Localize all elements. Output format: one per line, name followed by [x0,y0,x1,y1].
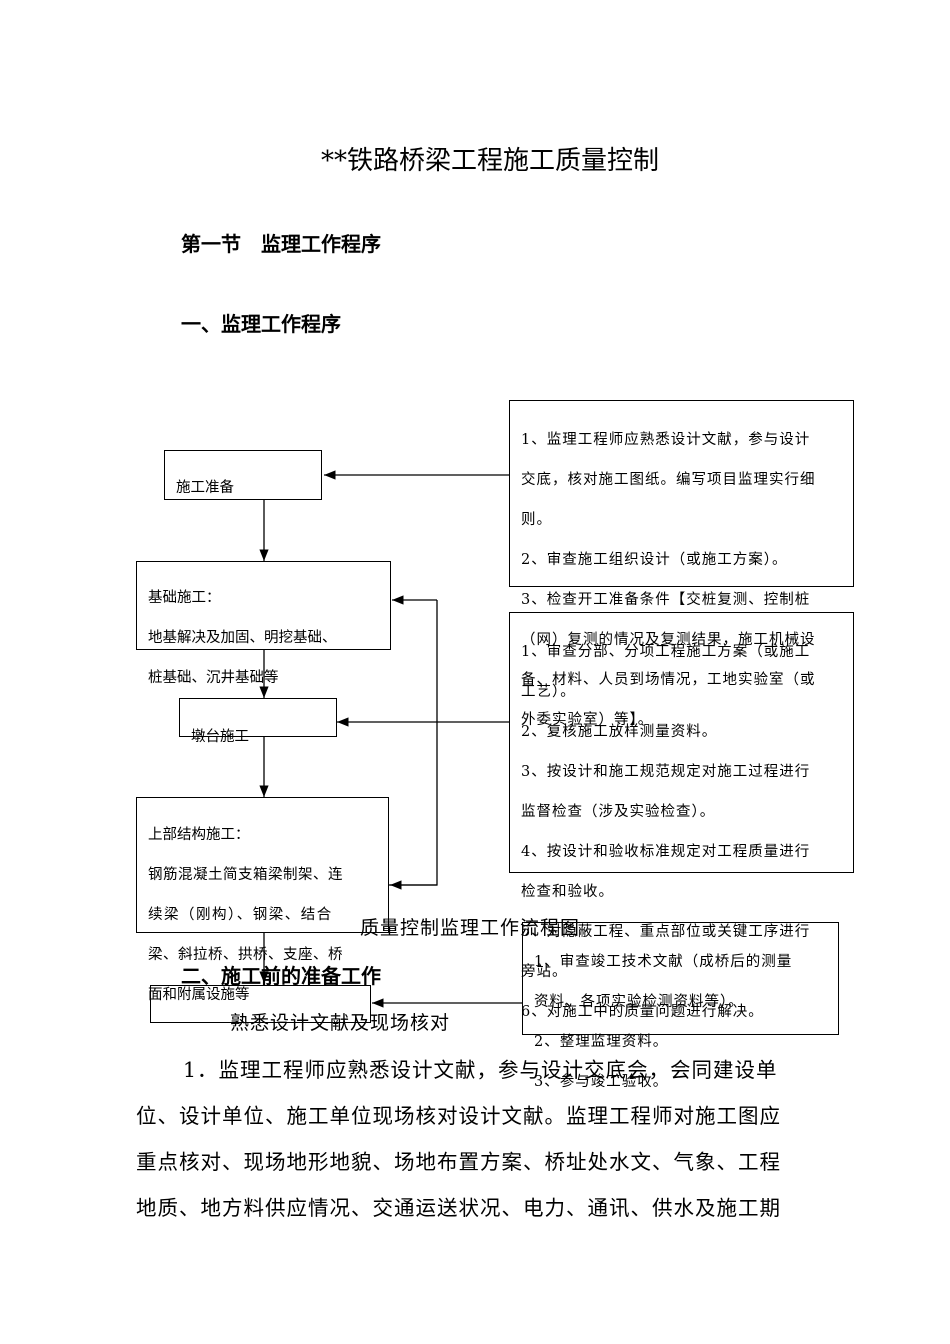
flow-label-super-5: 面和附属设施等 [148,987,250,1003]
flow-label-foundation-1: 基础施工： [148,590,221,606]
note2-line-10: 6、对施工中的质量问题进行解决。 [521,1004,764,1020]
note-box-completion [522,922,839,1035]
note1-line-8: 外委实验室）等】。 [521,712,654,728]
flow-box-completion [150,985,371,1023]
paragraph-line-3: 重点核对、现场地形地貌、场地布置方案、桥址处水文、气象、工程 [136,1150,781,1174]
note2-line-8: 5、对隐蔽工程、重点部位或关键工序进行 [521,924,811,940]
paragraph-line-1: 1．监理工程师应熟悉设计文献，参与设计交底会，会同建设单 [183,1058,778,1082]
note3-line-4: 3、参与竣工验收。 [534,1074,669,1090]
note2-line-1: 1、审查分部、分项工程施工方案（或施工 [521,644,811,660]
flow-label-super-3: 续梁（刚构）、钢梁、结合 [148,907,333,923]
note2-line-5: 监督检查（涉及实验检查）。 [521,804,716,820]
note1-line-1: 1、监理工程师应熟悉设计文献，参与设计 [521,432,811,448]
section-heading: 第一节 监理工作程序 [181,232,381,256]
flow-label-foundation-3: 桩基础、沉井基础等 [148,670,279,686]
flow-label-super-2: 钢筋混凝土简支箱梁制架、连 [148,867,343,883]
note2-line-2: 工艺）。 [521,684,576,700]
note3-line-2: 资料、各项实验检测资料等）。 [534,994,744,1010]
note-box-preparation [509,400,854,587]
flow-label-foundation-2: 地基解决及加固、明挖基础、 [148,630,337,646]
feedback-loop-line [389,600,438,886]
document-title: **铁路桥梁工程施工质量控制 [320,146,659,176]
note1-line-4: 2、审查施工组织设计（或施工方案）。 [521,552,788,568]
flow-label-super-4: 梁、斜拉桥、拱桥、支座、桥 [148,947,343,963]
note1-line-6: （网）复测的情况及复测结果，施工机械设 [521,632,816,648]
flow-label-construction-prep: 施工准备 [176,480,234,496]
note-box-construction [509,612,854,873]
paragraph-line-4: 地质、地方料供应情况、交通运送状况、电力、通讯、供水及施工期 [136,1196,781,1220]
flow-box-construction-prep [164,450,322,500]
flowchart-caption: 质量控制监理工作流程图 [360,917,581,939]
note1-line-5: 3、检查开工准备条件【交桩复测、控制桩 [521,592,811,608]
item-heading-overlap: 熟悉设计文献及现场核对 [230,1012,451,1034]
note2-line-4: 3、按设计和施工规范规定对施工过程进行 [521,764,811,780]
subsection-heading-1: 一、监理工作程序 [181,312,341,336]
flow-box-superstructure [136,797,389,933]
note3-line-1: 1、审查竣工技术文献（成桥后的测量 [534,954,793,970]
flow-box-foundation [136,561,391,650]
note1-line-3: 则。 [521,512,552,528]
note3-line-3: 2、整理监理资料。 [534,1034,669,1050]
flow-box-pier [179,698,337,737]
note1-line-7: 备、材料、人员到场情况，工地实验室（或 [521,672,816,688]
flow-label-super-1: 上部结构施工： [148,827,250,843]
note1-line-2: 交底，核对施工图纸。编写项目监理实行细 [521,472,816,488]
paragraph-line-2: 位、设计单位、施工单位现场核对设计文献。监理工程师对施工图应 [136,1104,781,1128]
note2-line-3: 2、复核施工放样测量资料。 [521,724,718,740]
note2-line-7: 检查和验收。 [521,884,614,900]
note2-line-9: 旁站。 [521,964,568,980]
subsection-heading-2: 二、施工前的准备工作 [181,964,381,988]
flow-label-pier: 墩台施工 [191,729,249,745]
note2-line-6: 4、按设计和验收标准规定对工程质量进行 [521,844,811,860]
